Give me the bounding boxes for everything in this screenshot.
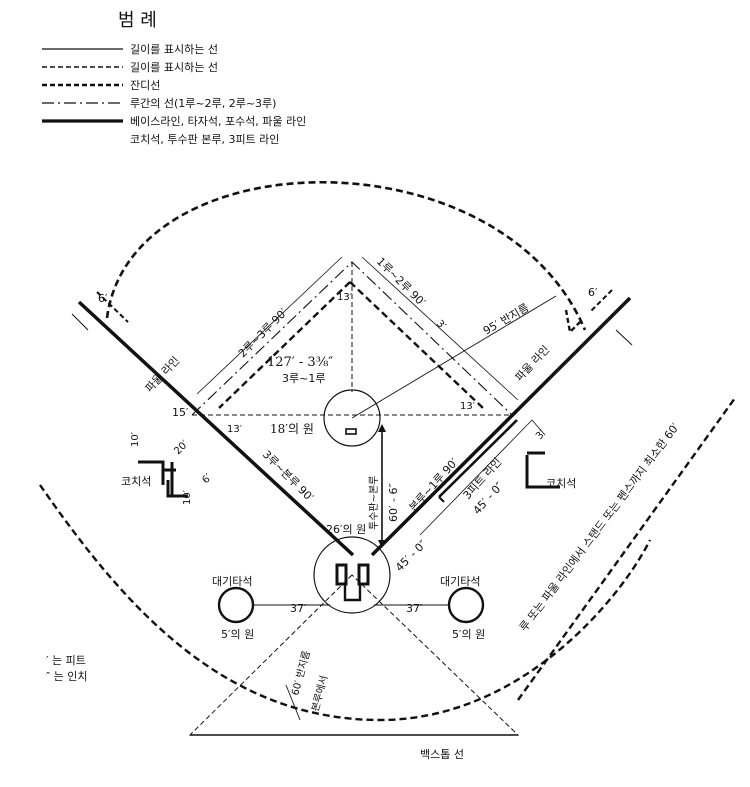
radius-95-label: 95′ 반지름 <box>481 301 531 337</box>
three-foot-dim <box>531 419 546 436</box>
batters-box-left <box>335 563 348 586</box>
forty-five-dim-line <box>419 419 533 536</box>
inch-note: ″ 는 인치 <box>46 670 87 683</box>
three-foot-line-end <box>438 496 445 503</box>
legend-item-label: 길이를 표시하는 선 <box>130 42 218 56</box>
warning-track-left <box>96 291 129 323</box>
six-ft-coach-label: 6′ <box>200 472 214 486</box>
backstop-line-label: 백스톱 선 <box>420 748 464 761</box>
on-deck-circle-right <box>447 586 485 624</box>
coach-box-left-shape-2 <box>166 462 188 498</box>
thirty-seven-label-left: 37′ <box>290 602 307 615</box>
radius-60-line <box>285 684 301 721</box>
arrow-head <box>378 540 386 548</box>
pitchers-plate <box>345 428 357 435</box>
thirteen-label-right: 13′ <box>460 401 476 412</box>
six-ft-label-left: 6′ <box>98 292 108 305</box>
outfield-grass-line <box>105 180 587 331</box>
foul-line-label-left: 파울 라인 <box>143 354 183 395</box>
foul-line-right <box>370 296 632 557</box>
dimension-line-2b-3b <box>196 256 343 395</box>
foul-line-left <box>77 300 355 557</box>
arrow-head <box>378 424 386 432</box>
three-foot-line <box>438 419 518 498</box>
legend-item-label: 코치석, 투수판 본루, 3피트 라인 <box>130 133 279 146</box>
three-ft-label-right: 3′ <box>534 428 548 442</box>
thirteen-label-top: 13′ <box>337 292 353 303</box>
three-ft-label-top: 3′ <box>434 318 448 332</box>
fifteen-label: 15′ <box>172 406 189 419</box>
diagonal-127-label: 127′ - 3⅜″ <box>267 355 333 370</box>
thirty-seven-label-right: 37′ <box>406 602 423 615</box>
five-circle-label-right: 5′의 원 <box>452 628 485 641</box>
first-to-second-label: 1루~2루 90′ <box>374 255 428 309</box>
forty-five-label-b: 45′ - 0″ <box>393 538 429 574</box>
batters-box-right <box>357 563 370 586</box>
legend-box <box>10 6 366 150</box>
six-ft-label-right: 6′ <box>588 286 598 299</box>
warning-track-right <box>589 289 613 313</box>
legend-item-label: 루간의 선(1루~2루, 2루~3루) <box>130 97 276 110</box>
coach-box-label-right: 코치석 <box>546 477 576 490</box>
five-circle-label-left: 5′의 원 <box>221 628 254 641</box>
tick-mark <box>71 313 89 331</box>
radius-60-label: 60′ 반지름 <box>289 649 312 696</box>
coach-box-left-shape <box>138 460 176 485</box>
on-deck-label-right: 대기타석 <box>440 575 480 588</box>
ten-ft-label-top: 10′ <box>130 431 141 447</box>
twenty-ft-label: 20′ <box>172 438 191 457</box>
foul-territory-boundary <box>39 484 652 722</box>
legend: 범 례 길이를 표시하는 선 길이를 표시하는 선 잔디선 루간의 선(1루~2… <box>10 6 366 150</box>
circle-18-label: 18′의 원 <box>270 422 314 436</box>
catchers-box <box>343 584 362 602</box>
on-deck-label-left: 대기타석 <box>212 575 252 588</box>
foul-line-label-right: 파울 라인 <box>513 343 553 384</box>
legend-title: 범 례 <box>118 10 157 31</box>
second-to-third-label: 2루~3루 90′ <box>236 306 290 360</box>
legend-item-label: 잔디선 <box>130 79 160 92</box>
third-to-first-label: 3루~1루 <box>282 372 325 385</box>
coach-box-right-shape <box>525 455 560 489</box>
radius-95-line <box>351 295 557 419</box>
thirteen-label-left: 13′ <box>227 424 243 435</box>
coach-box-label-left: 코치석 <box>121 475 151 488</box>
feet-note: ′ 는 피트 <box>46 654 86 667</box>
stand-boundary-right <box>517 397 736 701</box>
from-home-label: 본루에서 <box>309 674 330 713</box>
home-plate-circle <box>313 536 391 614</box>
dimension-line-1b-2b <box>361 256 519 401</box>
tick-mark <box>615 329 633 346</box>
pitcher-to-home-label: 투수판~본루 <box>368 476 380 530</box>
legend-item-label: 베이스라인, 타자석, 포수석, 파울 라인 <box>130 115 306 128</box>
diagram-labels: 6′ 6′ 파울 라인 파울 라인 2루~3루 90′ 1루~2루 90′ 13… <box>46 255 682 761</box>
infield-grass-line <box>218 281 484 409</box>
pitchers-circle <box>323 389 381 447</box>
on-deck-circle-left <box>217 586 255 624</box>
ten-ft-label-bottom: 10′ <box>182 489 193 505</box>
backstop-triangle <box>188 574 520 736</box>
pitch-distance-label: 60′ - 6″ <box>387 483 400 522</box>
circle-26-label: 26′의 원 <box>326 523 366 536</box>
legend-item-label: 길이를 표시하는 선 <box>130 60 218 74</box>
